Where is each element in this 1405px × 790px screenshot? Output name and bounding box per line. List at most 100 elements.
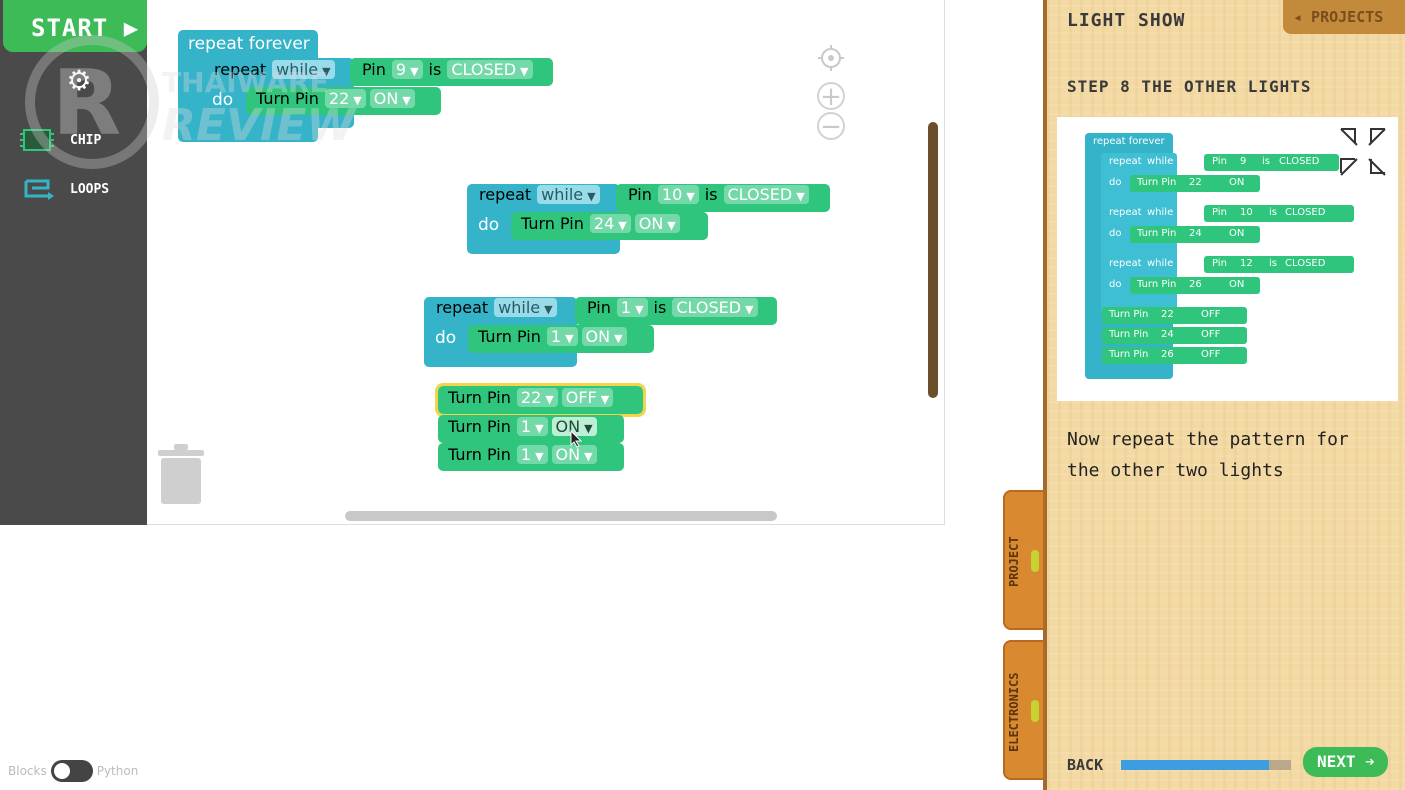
chip-icon: [18, 127, 56, 153]
chevron-down-icon: ▼: [565, 332, 574, 345]
state-dropdown[interactable]: CLOSED▼: [723, 185, 809, 204]
preview-off-1-pin: 22: [1161, 309, 1174, 320]
mode-value: while: [276, 60, 319, 79]
gear-icon[interactable]: ⚙: [66, 64, 92, 97]
back-button[interactable]: BACK: [1067, 756, 1104, 774]
pin-dropdown[interactable]: 9▼: [391, 60, 423, 79]
chevron-down-icon: ▼: [796, 190, 805, 203]
trash-icon[interactable]: [158, 444, 204, 506]
preview-off-2-state: OFF: [1201, 329, 1221, 340]
zoom-out-icon[interactable]: −: [817, 112, 845, 140]
chevron-down-icon: ▼: [353, 94, 362, 107]
turn-pin-row-3: Turn Pin 1▼ ON▼: [474, 327, 629, 346]
category-chip[interactable]: CHIP: [18, 125, 101, 155]
preview-loop-2-turn: Turn Pin: [1137, 228, 1177, 239]
is-label: is: [428, 60, 442, 79]
pin-dropdown[interactable]: 22▼: [516, 388, 558, 407]
category-loops[interactable]: LOOPS: [18, 174, 109, 204]
project-title: LIGHT SHOW: [1067, 10, 1186, 31]
pin-dropdown[interactable]: 1▼: [616, 298, 648, 317]
pin-dropdown[interactable]: 22▼: [324, 89, 366, 108]
pin-value: 10: [661, 185, 683, 204]
preview-loop-1-turn-pin: 22: [1189, 177, 1202, 188]
pin-dropdown[interactable]: 24▼: [589, 214, 631, 233]
state-dropdown[interactable]: OFF▼: [561, 388, 614, 407]
toggle-switch[interactable]: [50, 760, 93, 782]
mode-value: while: [498, 298, 541, 317]
repeat-while-row-2: repeat while▼: [475, 185, 602, 204]
vertical-scrollbar[interactable]: [928, 122, 938, 398]
turn-pin-row-1: Turn Pin 22▼ ON▼: [252, 89, 417, 108]
chevron-down-icon: ▼: [535, 422, 544, 435]
preview-loop-3-turn-state: ON: [1229, 279, 1245, 290]
repeat-while-row-3: repeat while▼: [432, 298, 559, 317]
repeat-while-row-1: repeat while▼: [210, 60, 337, 79]
pin-dropdown[interactable]: 1▼: [516, 445, 548, 464]
chevron-down-icon: ▼: [410, 65, 419, 78]
pin-dropdown[interactable]: 1▼: [516, 417, 548, 436]
pin-dropdown[interactable]: 1▼: [546, 327, 578, 346]
tab-electronics[interactable]: ELECTRONICS: [1003, 640, 1045, 780]
preview-loop-2-state: CLOSED: [1285, 207, 1326, 218]
pin-dropdown[interactable]: 10▼: [657, 185, 699, 204]
chevron-down-icon: ▼: [584, 422, 593, 435]
chevron-down-icon: ▼: [635, 303, 644, 316]
pin-label: Pin: [587, 298, 611, 317]
preview-loop-3-is: is: [1269, 258, 1277, 269]
tab-project-label: PROJECT: [1007, 536, 1021, 588]
zoom-in-icon[interactable]: +: [817, 82, 845, 110]
preview-loop-3-mode: while: [1147, 258, 1174, 269]
preview-off-1-state: OFF: [1201, 309, 1221, 320]
preview-off-3-pin: 26: [1161, 349, 1174, 360]
preview-loop-2-pin: 10: [1240, 207, 1253, 218]
turn-pin-label: Turn Pin: [256, 89, 319, 108]
preview-loop-3-turn: Turn Pin: [1137, 279, 1177, 290]
state-dropdown[interactable]: ON▼: [581, 327, 627, 346]
state-dropdown[interactable]: CLOSED▼: [672, 298, 758, 317]
repeat-label: repeat: [479, 185, 532, 204]
loops-icon: [18, 176, 56, 202]
toggle-knob: [53, 763, 70, 779]
mode-dropdown[interactable]: while▼: [272, 60, 335, 79]
projects-button[interactable]: ◂ PROJECTS: [1283, 0, 1405, 34]
horizontal-scrollbar[interactable]: [345, 511, 777, 521]
mouse-cursor-icon: [570, 430, 582, 448]
start-button[interactable]: START ▶: [3, 0, 147, 52]
language-toggle[interactable]: Blocks Python: [8, 760, 138, 782]
turn-pin-label: Turn Pin: [448, 445, 511, 464]
preview-loop-1-do: do: [1109, 177, 1122, 188]
state-dropdown[interactable]: CLOSED▼: [447, 60, 533, 79]
is-label: is: [704, 185, 718, 204]
pin-value: 24: [593, 214, 615, 233]
next-button[interactable]: NEXT ➔: [1303, 747, 1388, 777]
preview-loop-2-turn-state: ON: [1229, 228, 1245, 239]
state-dropdown[interactable]: ON▼: [551, 445, 597, 464]
mode-dropdown[interactable]: while▼: [494, 298, 557, 317]
chevron-down-icon: ▼: [535, 450, 544, 463]
state-value: ON: [555, 417, 581, 436]
pin-value: 22: [520, 388, 542, 407]
recenter-icon[interactable]: [817, 44, 845, 72]
state-dropdown[interactable]: ON▼: [369, 89, 415, 108]
chevron-down-icon: ▼: [520, 65, 529, 78]
toolbox: START ▶ ⚙ CHIP LOOPS: [0, 0, 147, 525]
state-dropdown[interactable]: ON▼: [551, 417, 597, 436]
preview-loop-1-pin-label: Pin: [1212, 156, 1227, 167]
mode-dropdown[interactable]: while▼: [537, 185, 600, 204]
preview-off-2-turn: Turn Pin: [1109, 329, 1149, 340]
preview-loop-1-turn-state: ON: [1229, 177, 1245, 188]
chevron-down-icon: ▼: [322, 65, 331, 78]
state-dropdown[interactable]: ON▼: [634, 214, 680, 233]
tab-project[interactable]: PROJECT: [1003, 490, 1045, 630]
mode-value: while: [541, 185, 584, 204]
progress-fill: [1121, 760, 1269, 770]
preview-loop-1-turn: Turn Pin: [1137, 177, 1177, 188]
state-value: OFF: [565, 388, 597, 407]
state-value: CLOSED: [676, 298, 742, 317]
pin-value: 1: [520, 445, 532, 464]
preview-repeat-forever: repeat forever: [1093, 136, 1165, 147]
preview-loop-1-mode: while: [1147, 156, 1174, 167]
preview-loop-2-mode: while: [1147, 207, 1174, 218]
chevron-down-icon: ▼: [584, 450, 593, 463]
example-preview: repeat forever repeat while Pin 9 is CLO…: [1057, 117, 1398, 401]
